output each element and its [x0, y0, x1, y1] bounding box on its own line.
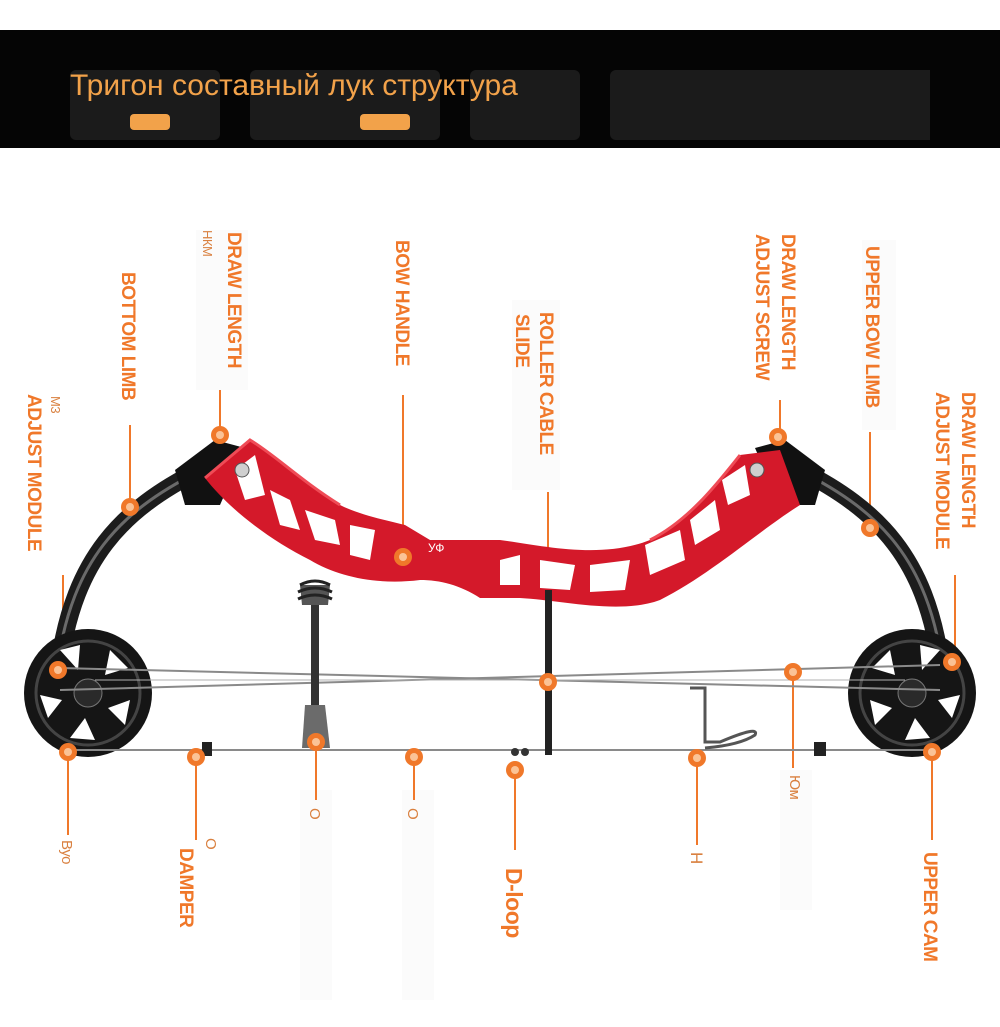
label-upper-cam: UPPER CAM [919, 852, 940, 962]
label-adjust-module-left: ADJUST MODULE [23, 394, 44, 552]
cables [59, 664, 941, 751]
riser-cutouts [235, 455, 750, 592]
title-banner: Тригон составный лук структура [0, 30, 1000, 148]
label-draw-length-module: DRAW LENGTH [957, 392, 978, 528]
damper [814, 742, 826, 756]
label-backdrop [402, 790, 434, 1000]
label-slide: SLIDE [511, 314, 532, 368]
label-d-loop: D-loop [501, 868, 527, 938]
label-backdrop [196, 230, 248, 390]
label-draw-length-adjust: DRAW LENGTH [777, 234, 798, 370]
label-backdrop [512, 300, 560, 490]
label-backdrop [862, 240, 896, 430]
label-bow-handle: BOW HANDLE [391, 240, 412, 366]
label-h: Н [687, 852, 706, 864]
label-adjust-screw: ADJUST SCREW [751, 234, 772, 381]
label-backdrop [780, 770, 812, 910]
label-draw-length: DRAW LENGTH [223, 232, 244, 368]
label-backdrop [300, 790, 332, 1000]
label-m3: М3 [48, 396, 63, 414]
label-o-damper: О [202, 838, 219, 850]
label-bottom-limb: BOTTOM LIMB [117, 272, 138, 401]
label-upper-bow-limb: UPPER BOW LIMB [861, 246, 882, 408]
label-yum: Юм [786, 775, 803, 800]
bottom-cam [24, 629, 152, 757]
banner-background-text [70, 56, 930, 146]
label-nkm: НКМ [200, 230, 215, 257]
d-loop-knot [511, 748, 519, 756]
label-damper: DAMPER [175, 848, 196, 928]
label-roller-cable: ROLLER CABLE [535, 312, 556, 455]
cable-slide-rod [545, 590, 552, 755]
page-title: Тригон составный лук структура [70, 69, 518, 102]
string-stop [297, 579, 333, 748]
label-o-string: О [404, 808, 421, 820]
label-vyo: Вуо [58, 840, 75, 864]
screw [234, 462, 250, 478]
upper-cam [848, 629, 976, 757]
damper [202, 742, 212, 756]
label-o-rest: О [306, 808, 323, 820]
handle-badge: УФ [428, 541, 445, 555]
screw [749, 462, 765, 478]
arrow-rest [690, 686, 758, 750]
label-adjust-module-right: ADJUST MODULE [931, 392, 952, 550]
